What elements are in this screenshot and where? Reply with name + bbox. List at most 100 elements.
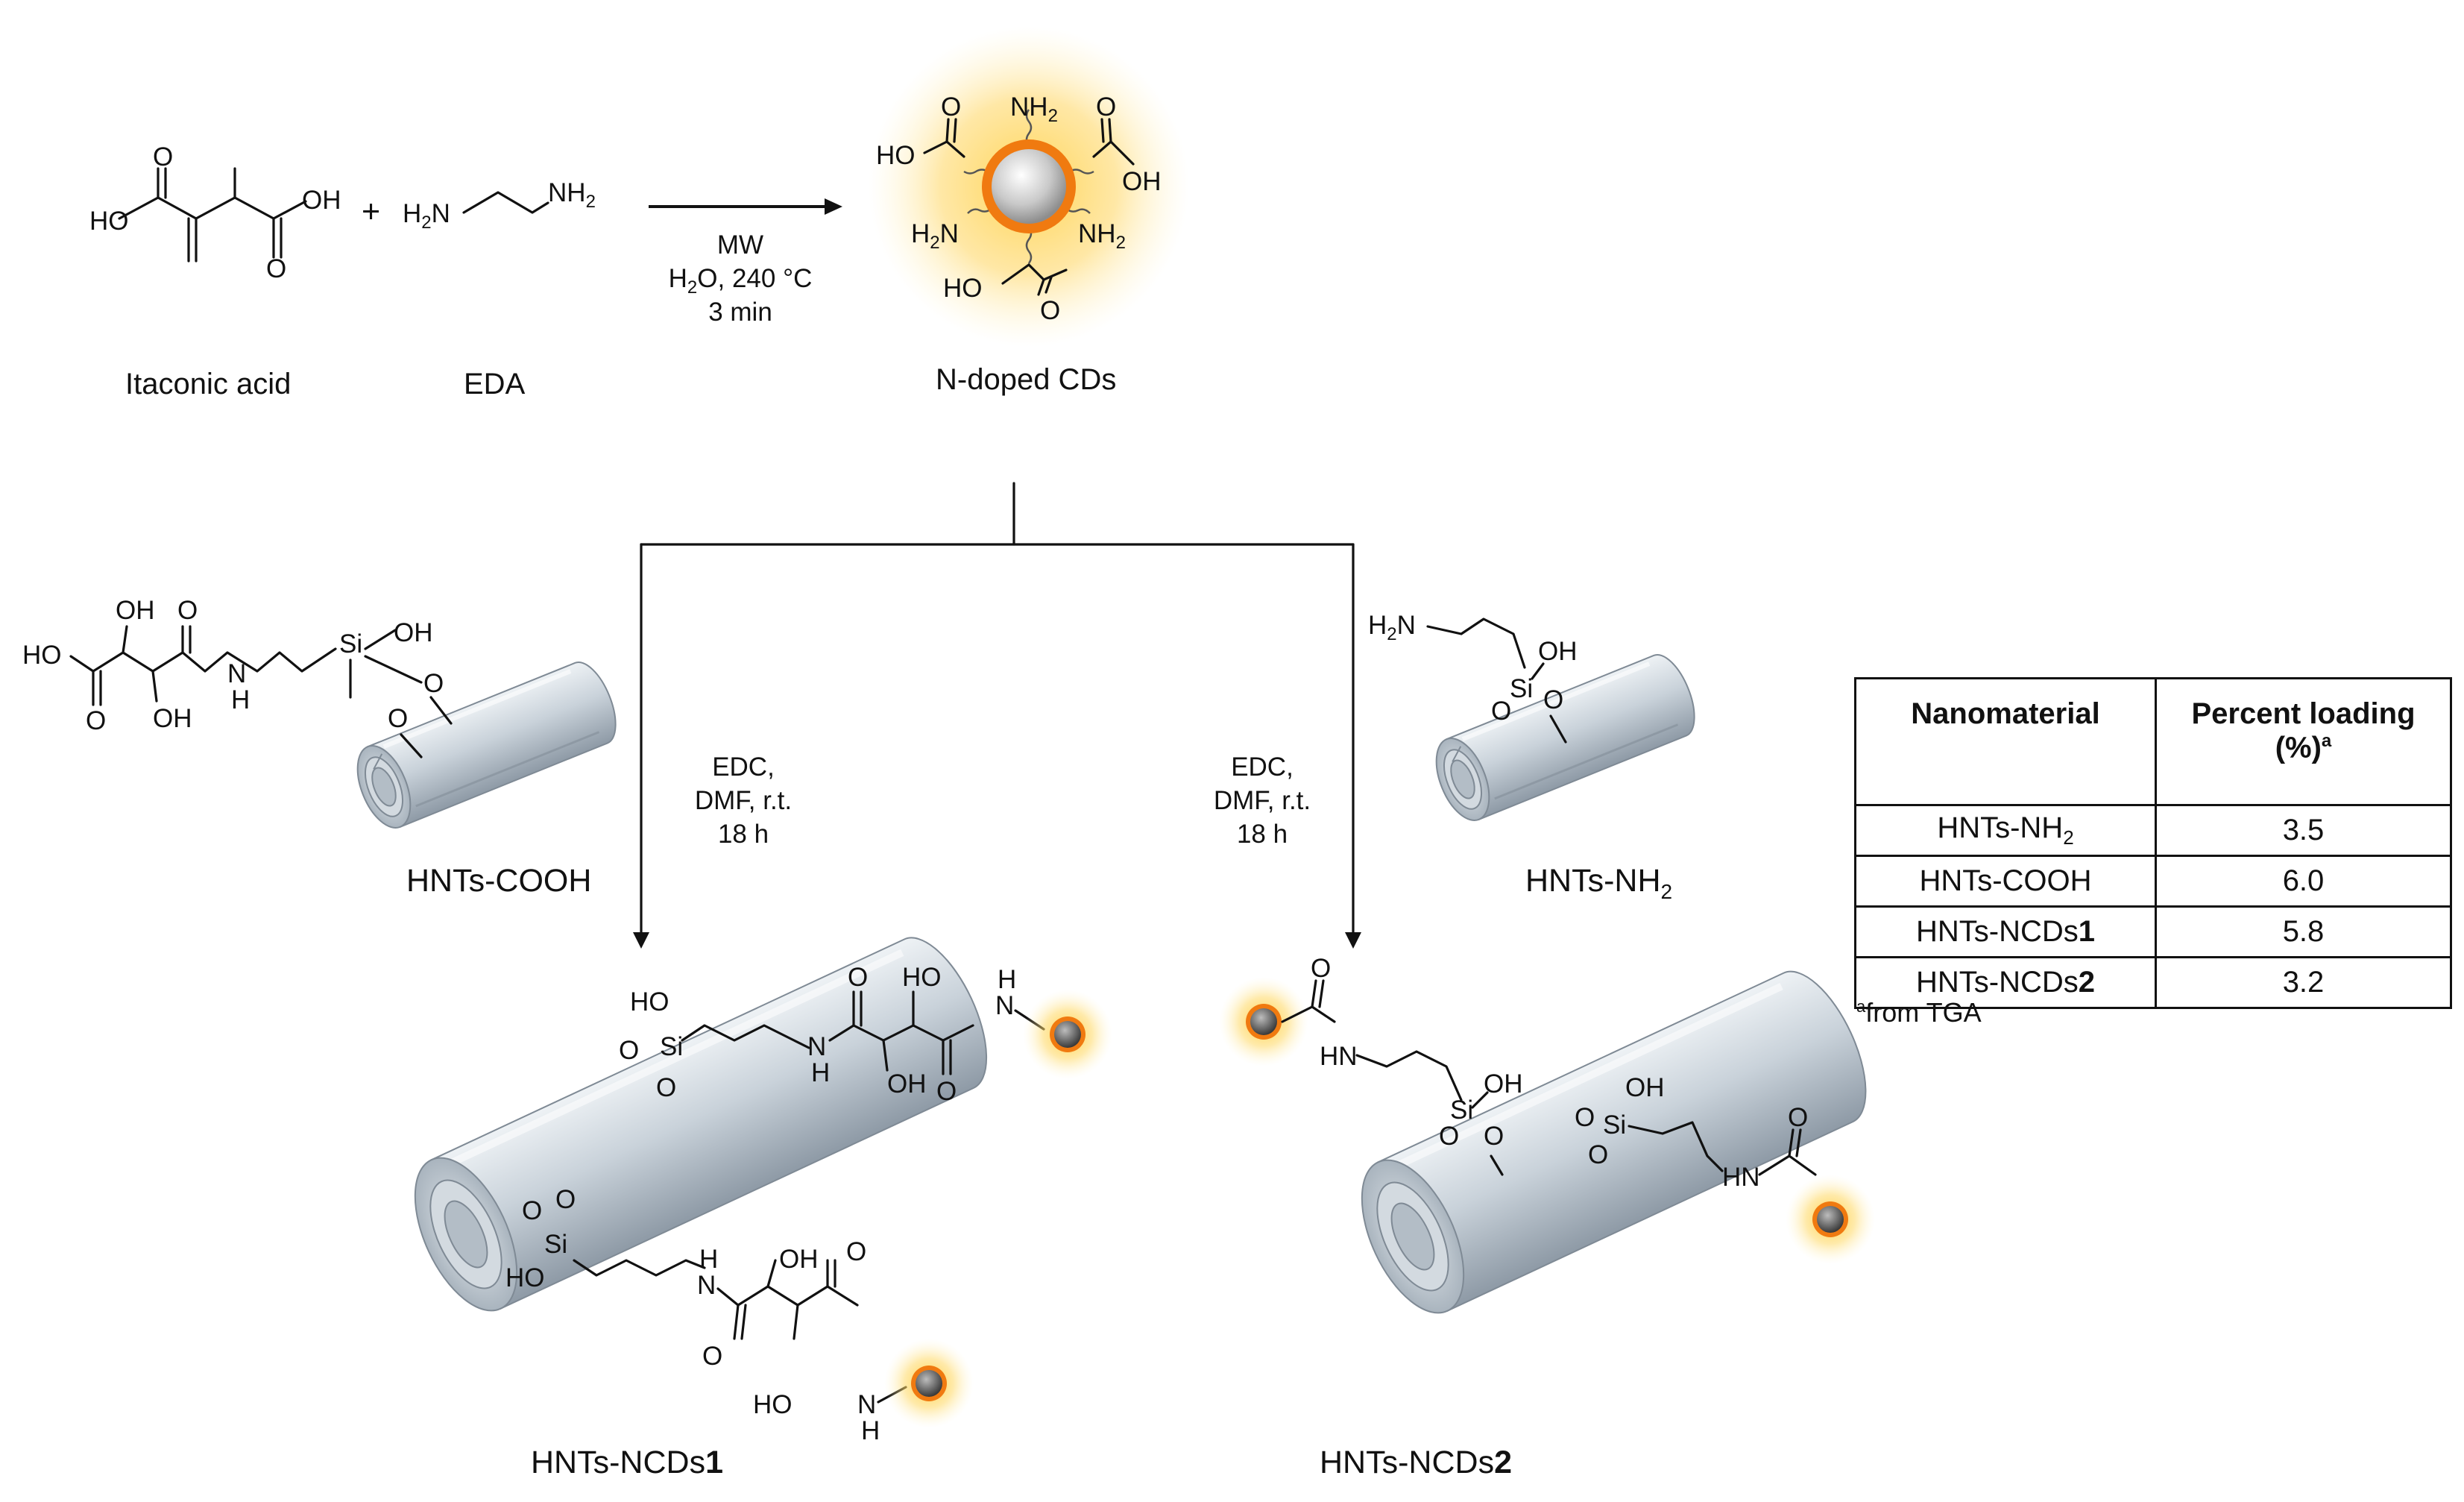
coupling-left-line1: EDC, <box>712 752 775 782</box>
svg-text:O: O <box>1311 954 1331 983</box>
svg-text:HN: HN <box>1722 1163 1760 1192</box>
atom-label: HO <box>89 207 129 236</box>
eda-structure: H2N NH2 <box>403 178 596 233</box>
svg-text:H2N: H2N <box>1368 611 1416 644</box>
svg-text:HO: HO <box>22 641 62 670</box>
svg-text:HO: HO <box>902 963 942 992</box>
svg-text:OH: OH <box>1625 1073 1665 1102</box>
svg-text:O: O <box>702 1342 722 1371</box>
coupling-left-line3: 18 h <box>718 820 769 849</box>
svg-text:N: N <box>995 991 1014 1020</box>
svg-text:OH: OH <box>116 596 155 625</box>
table-row: HNTs-COOH 6.0 <box>1854 855 2452 908</box>
svg-text:O: O <box>846 1237 866 1266</box>
carbon-dot <box>1023 990 1112 1079</box>
svg-text:O: O <box>1491 697 1511 726</box>
svg-text:O: O <box>423 669 444 698</box>
svg-text:HO: HO <box>943 274 983 303</box>
atom-label: OH <box>302 186 341 215</box>
svg-text:OH: OH <box>1484 1069 1523 1099</box>
svg-text:Si: Si <box>1510 674 1533 703</box>
svg-text:N: N <box>807 1032 826 1061</box>
svg-text:H: H <box>811 1058 830 1087</box>
coupling-right-line2: DMF, r.t. <box>1214 786 1311 815</box>
mw-arrow <box>649 198 842 215</box>
table-header-nanomaterial: Nanomaterial <box>1854 677 2157 806</box>
svg-text:O: O <box>1575 1103 1595 1132</box>
hnts-cooh-label: HNTs-COOH <box>406 863 591 899</box>
plus-sign: + <box>362 194 380 230</box>
hnts-ncds1-label: HNTs-NCDs1 <box>531 1445 723 1480</box>
carbon-dot <box>1786 1175 1875 1264</box>
svg-text:NH2: NH2 <box>548 178 596 212</box>
svg-text:O: O <box>1439 1122 1459 1151</box>
svg-text:HO: HO <box>505 1263 545 1292</box>
n-doped-carbon-dot: NH2 O HO O OH H2N NH2 HO O <box>869 26 1189 347</box>
svg-text:O: O <box>555 1185 576 1214</box>
svg-text:H: H <box>699 1245 718 1274</box>
svg-text:Si: Si <box>1450 1096 1473 1125</box>
svg-text:O: O <box>656 1073 676 1102</box>
svg-text:O: O <box>1040 296 1060 325</box>
svg-text:N: N <box>857 1390 876 1419</box>
svg-text:O: O <box>86 706 106 735</box>
coupling-right-line3: 18 h <box>1237 820 1288 849</box>
svg-text:O: O <box>388 704 408 733</box>
svg-text:OH: OH <box>153 704 192 733</box>
svg-text:O: O <box>936 1077 957 1106</box>
svg-text:Si: Si <box>1603 1110 1626 1140</box>
svg-text:O: O <box>941 92 961 122</box>
svg-text:HO: HO <box>876 141 916 170</box>
svg-text:Si: Si <box>660 1032 683 1061</box>
table-row: HNTs-NCDs1 5.8 <box>1854 905 2452 958</box>
svg-text:O: O <box>177 596 198 625</box>
atom-label: O <box>266 254 286 283</box>
svg-text:OH: OH <box>779 1245 819 1274</box>
n-doped-cds-label: N-doped CDs <box>936 363 1116 396</box>
condition-mw: MW <box>717 230 763 260</box>
svg-text:HO: HO <box>753 1390 793 1419</box>
condition-time: 3 min <box>708 298 772 327</box>
svg-text:O: O <box>1543 685 1563 714</box>
hnts-ncds2-label: HNTs-NCDs2 <box>1320 1445 1512 1480</box>
branch-arrows <box>633 482 1361 949</box>
svg-text:Si: Si <box>339 629 362 659</box>
svg-text:O: O <box>1788 1103 1808 1132</box>
hnts-nh2-structure: H2N Si OH O O <box>1368 611 1704 828</box>
svg-text:H2N: H2N <box>403 199 450 233</box>
table-row: HNTs-NCDs2 3.2 <box>1854 956 2452 1009</box>
svg-text:HO: HO <box>630 987 669 1016</box>
svg-text:H: H <box>998 965 1016 994</box>
hnts-cooh-structure: HO O OH OH O N H Si OH O O <box>22 596 626 835</box>
condition-solvent-temp: H2O, 240 °C <box>669 264 813 298</box>
svg-text:H: H <box>231 685 250 714</box>
svg-text:OH: OH <box>1538 637 1578 666</box>
svg-text:O: O <box>1588 1140 1608 1169</box>
table-row: HNTs-NH2 3.5 <box>1854 804 2452 857</box>
svg-text:H: H <box>861 1416 880 1445</box>
coupling-left-line2: DMF, r.t. <box>695 786 792 815</box>
svg-text:O: O <box>848 963 868 992</box>
itaconic-acid-label: Itaconic acid <box>125 368 291 400</box>
loading-table: Nanomaterial Percent loading(%)a HNTs-NH… <box>1854 677 2452 1009</box>
svg-text:HN: HN <box>1320 1042 1358 1071</box>
coupling-right-line1: EDC, <box>1231 752 1294 782</box>
itaconic-acid-structure: HO O O OH <box>89 142 341 283</box>
atom-label: O <box>153 142 173 172</box>
svg-text:O: O <box>619 1036 639 1065</box>
carbon-dot <box>1219 977 1308 1066</box>
svg-text:OH: OH <box>887 1069 927 1099</box>
svg-text:O: O <box>522 1196 542 1225</box>
eda-label: EDA <box>464 368 526 400</box>
hnts-ncds1-structure: HO Si O O N H O HO OH O N H O O Si HO N … <box>414 937 1112 1445</box>
carbon-dot <box>884 1339 974 1428</box>
hnts-ncds2-structure: O HN Si OH O O OH Si O O HN O <box>1219 954 1875 1314</box>
svg-text:Si: Si <box>544 1230 567 1259</box>
svg-text:O: O <box>1484 1122 1504 1151</box>
hnts-nh2-label: HNTs-NH2 <box>1525 863 1672 903</box>
svg-text:N: N <box>227 659 246 688</box>
svg-text:OH: OH <box>394 618 433 647</box>
svg-text:H2N: H2N <box>911 219 959 253</box>
svg-text:OH: OH <box>1122 167 1162 196</box>
